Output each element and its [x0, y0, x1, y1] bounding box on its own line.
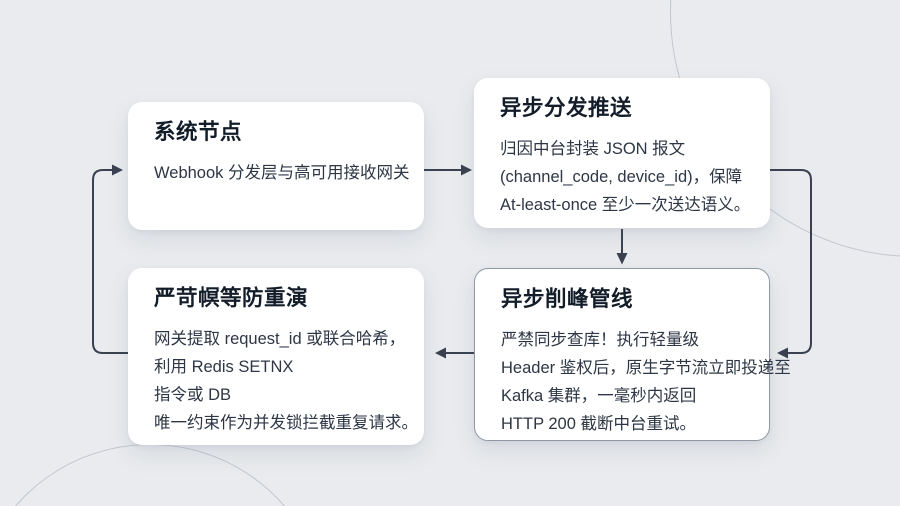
node-peak-shaving-line: HTTP 200 截断中台重试。 — [501, 415, 696, 433]
node-system-title: 系统节点 — [154, 120, 243, 144]
node-idempotency-line: 利用 Redis SETNX — [154, 358, 294, 376]
node-async-dispatch-line: At-least-once 至少一次送达语义。 — [500, 196, 751, 214]
node-async-dispatch: 异步分发推送 归因中台封装 JSON 报文 (channel_code, dev… — [474, 78, 770, 228]
node-peak-shaving-line: Kafka 集群，一毫秒内返回 — [501, 387, 697, 405]
node-system-line: Webhook 分发层与高可用接收网关 — [154, 164, 410, 182]
node-idempotency-title: 严苛幎等防重演 — [154, 286, 309, 310]
node-idempotency-line: 网关提取 request_id 或联合哈希， — [154, 330, 406, 348]
node-async-dispatch-title: 异步分发推送 — [500, 96, 633, 120]
node-peak-shaving-title: 异步削峰管线 — [501, 287, 634, 311]
node-async-dispatch-line: 归因中台封装 JSON 报文 — [500, 140, 686, 158]
arrow-idempotency-to-system-leftloop — [92, 169, 128, 354]
node-peak-shaving-line: Header 鉴权后，原生字节流立即投递至 — [501, 359, 791, 377]
node-idempotency-line: 指令或 DB — [154, 386, 232, 404]
arrowhead-right-into-system — [112, 164, 123, 176]
node-idempotency: 严苛幎等防重演 网关提取 request_id 或联合哈希， 利用 Redis … — [128, 268, 424, 445]
node-peak-shaving: 异步削峰管线 严禁同步查库！执行轻量级 Header 鉴权后，原生字节流立即投递… — [474, 268, 791, 441]
arrowhead-left-into-peak — [777, 347, 788, 359]
node-idempotency-line: 唯一约束作为并发锁拦截重复请求。 — [154, 414, 418, 432]
node-system: 系统节点 Webhook 分发层与高可用接收网关 — [128, 102, 424, 230]
arrowhead-down-into-peak — [616, 253, 628, 265]
arrowhead-right-into-dispatch — [461, 164, 472, 176]
node-async-dispatch-line: (channel_code, device_id)，保障 — [500, 168, 743, 186]
node-peak-shaving-line: 严禁同步查库！执行轻量级 — [501, 331, 699, 349]
arrowhead-left-into-idempotency — [435, 347, 446, 359]
arrow-dispatch-to-peak-rightloop — [770, 169, 812, 354]
